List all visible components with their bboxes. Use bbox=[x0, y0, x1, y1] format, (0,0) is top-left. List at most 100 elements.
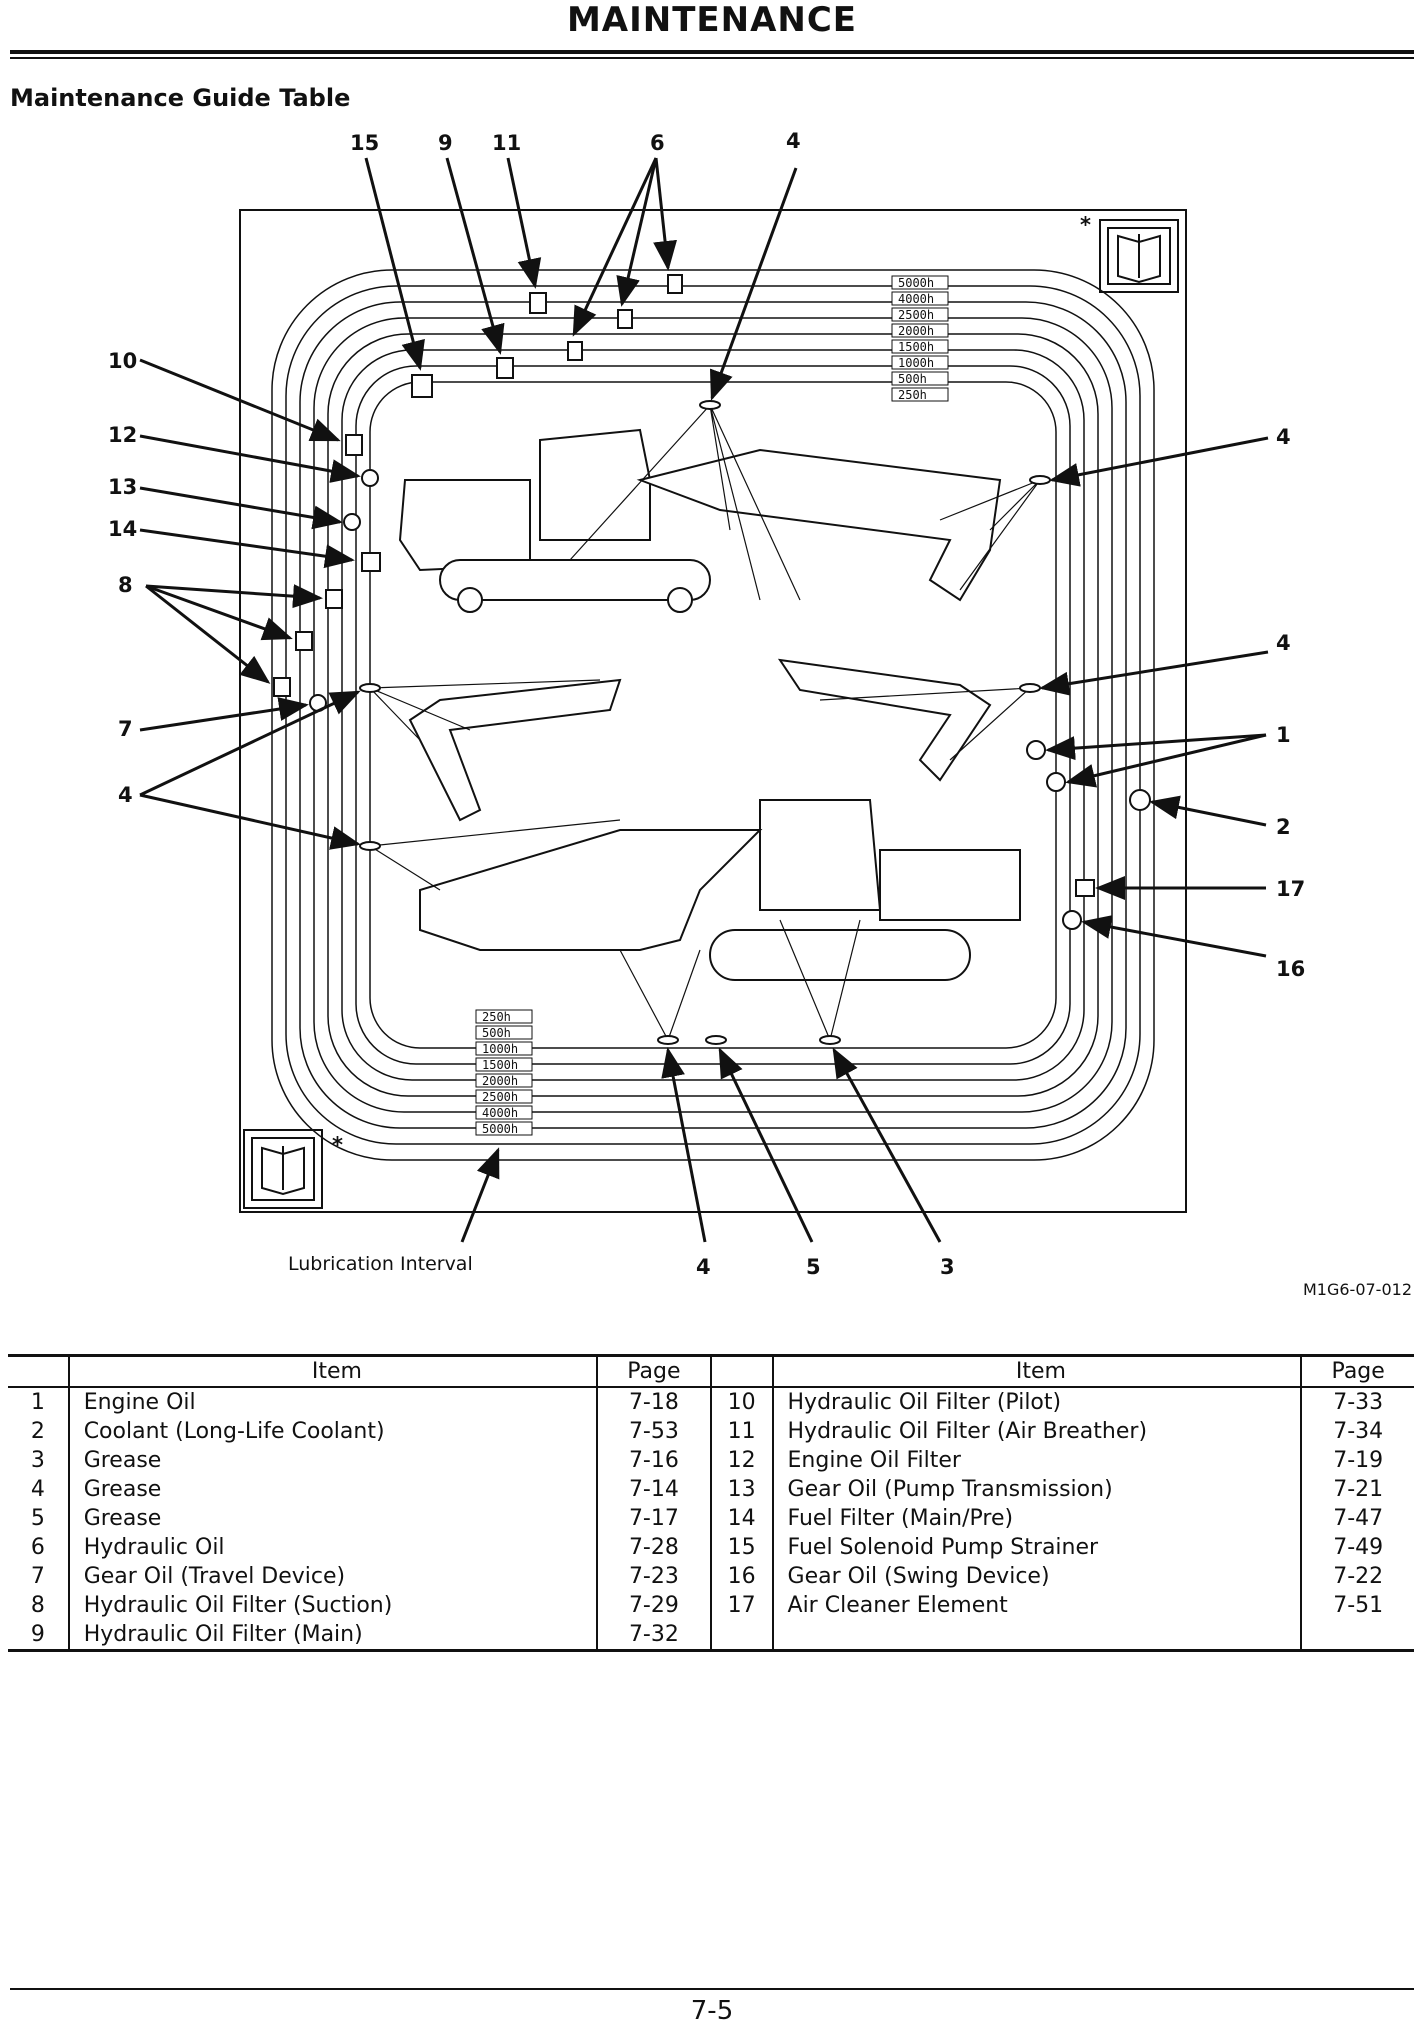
item-number: 11 bbox=[709, 1417, 773, 1446]
callout-7: 7 bbox=[118, 717, 133, 741]
callout-6: 6 bbox=[650, 131, 665, 155]
col-page: Page bbox=[1300, 1355, 1414, 1387]
svg-text:500h: 500h bbox=[482, 1026, 511, 1040]
svg-text:5000h: 5000h bbox=[482, 1122, 518, 1136]
callout-4-bottom: 4 bbox=[696, 1255, 711, 1279]
item-page: 7-19 bbox=[1300, 1446, 1414, 1475]
item-name: Gear Oil (Travel Device) bbox=[67, 1562, 598, 1591]
item-page: 7-17 bbox=[596, 1504, 711, 1533]
excavator-arm-left bbox=[408, 678, 622, 822]
leader-lines bbox=[369, 404, 1041, 1041]
interval-stack-bottom: 250h 500h 1000h 1500h 2000h 2500h 4000h … bbox=[475, 1009, 533, 1136]
callout-12: 12 bbox=[108, 423, 137, 447]
item-page: 7-34 bbox=[1300, 1417, 1414, 1446]
item-name: Gear Oil (Swing Device) bbox=[771, 1562, 1302, 1591]
svg-text:2000h: 2000h bbox=[482, 1074, 518, 1088]
item-number: 7 bbox=[30, 1564, 45, 1589]
callout-4-right-top: 4 bbox=[1276, 425, 1291, 449]
item-number: 10 bbox=[709, 1387, 773, 1417]
item-page bbox=[1300, 1620, 1414, 1651]
svg-text:2000h: 2000h bbox=[898, 324, 934, 338]
item-number: 9 bbox=[30, 1622, 45, 1647]
item-page: 7-18 bbox=[596, 1387, 711, 1417]
callout-3: 3 bbox=[940, 1255, 955, 1279]
item-name: Gear Oil (Pump Transmission) bbox=[771, 1475, 1302, 1504]
callout-8: 8 bbox=[118, 573, 133, 597]
item-number: 2 bbox=[30, 1419, 45, 1444]
item-number: 4 bbox=[30, 1477, 45, 1502]
item-number: 15 bbox=[709, 1533, 773, 1562]
component-markers bbox=[273, 274, 1151, 1045]
callout-15: 15 bbox=[350, 131, 379, 155]
svg-text:500h: 500h bbox=[898, 372, 927, 386]
excavator-top bbox=[398, 428, 1002, 613]
callout-4-left: 4 bbox=[118, 783, 133, 807]
star-mark: * bbox=[332, 1133, 343, 1157]
item-name: Grease bbox=[67, 1504, 598, 1533]
manual-book-icon bbox=[1099, 219, 1179, 293]
item-number: 16 bbox=[709, 1562, 773, 1591]
item-page: 7-33 bbox=[1300, 1387, 1414, 1417]
excavator-bottom bbox=[419, 799, 1021, 981]
callout-10: 10 bbox=[108, 349, 137, 373]
item-page: 7-16 bbox=[596, 1446, 711, 1475]
item-number bbox=[709, 1620, 773, 1651]
item-page: 7-22 bbox=[1300, 1562, 1414, 1591]
callout-4-right-mid: 4 bbox=[1276, 631, 1291, 655]
item-page: 7-23 bbox=[596, 1562, 711, 1591]
item-number: 17 bbox=[709, 1591, 773, 1620]
item-number: 12 bbox=[709, 1446, 773, 1475]
callout-numbers: 15 9 11 6 4 10 12 13 14 8 7 4 4 4 1 2 17… bbox=[108, 129, 1305, 1279]
item-page: 7-51 bbox=[1300, 1591, 1414, 1620]
svg-text:2500h: 2500h bbox=[898, 308, 934, 322]
item-name: Fuel Filter (Main/Pre) bbox=[771, 1504, 1302, 1533]
figure-code: M1G6-07-012 bbox=[1302, 1280, 1412, 1299]
callout-4-top: 4 bbox=[786, 129, 801, 153]
item-page: 7-53 bbox=[596, 1417, 711, 1446]
item-number: 3 bbox=[30, 1448, 45, 1473]
svg-text:1500h: 1500h bbox=[898, 340, 934, 354]
callout-14: 14 bbox=[108, 517, 137, 541]
excavator-arm-right bbox=[777, 658, 992, 782]
item-number: 5 bbox=[30, 1506, 45, 1531]
item-name: Fuel Solenoid Pump Strainer bbox=[771, 1533, 1302, 1562]
callout-2: 2 bbox=[1276, 815, 1291, 839]
svg-text:1500h: 1500h bbox=[482, 1058, 518, 1072]
item-page: 7-49 bbox=[1300, 1533, 1414, 1562]
item-name: Grease bbox=[67, 1446, 598, 1475]
page-title: MAINTENANCE bbox=[566, 0, 858, 40]
item-page: 7-28 bbox=[596, 1533, 711, 1562]
svg-text:1000h: 1000h bbox=[482, 1042, 518, 1056]
svg-text:5000h: 5000h bbox=[898, 276, 934, 290]
item-page: 7-29 bbox=[596, 1591, 711, 1620]
maintenance-diagram: * * 5000h 4000h 2500h 2000h 1500h 1000h … bbox=[108, 129, 1305, 1279]
col-item: Item bbox=[771, 1355, 1302, 1387]
col-page: Page bbox=[596, 1355, 711, 1387]
item-name: Air Cleaner Element bbox=[771, 1591, 1302, 1620]
item-page: 7-21 bbox=[1300, 1475, 1414, 1504]
item-name bbox=[771, 1620, 1302, 1651]
callout-arrows bbox=[139, 157, 1269, 1243]
section-title: Maintenance Guide Table bbox=[10, 84, 351, 112]
manual-book-icon bbox=[243, 1129, 323, 1209]
callout-5: 5 bbox=[806, 1255, 821, 1279]
callout-16: 16 bbox=[1276, 957, 1305, 981]
item-name: Hydraulic Oil bbox=[67, 1533, 598, 1562]
interval-stack-top: 5000h 4000h 2500h 2000h 1500h 1000h 500h… bbox=[891, 275, 949, 402]
item-page: 7-32 bbox=[596, 1620, 711, 1651]
header-rule-thin bbox=[10, 57, 1414, 59]
svg-text:250h: 250h bbox=[482, 1010, 511, 1024]
item-name: Hydraulic Oil Filter (Main) bbox=[67, 1620, 598, 1651]
callout-9: 9 bbox=[438, 131, 453, 155]
svg-text:2500h: 2500h bbox=[482, 1090, 518, 1104]
col-item: Item bbox=[67, 1355, 598, 1387]
item-number: 1 bbox=[30, 1390, 45, 1415]
